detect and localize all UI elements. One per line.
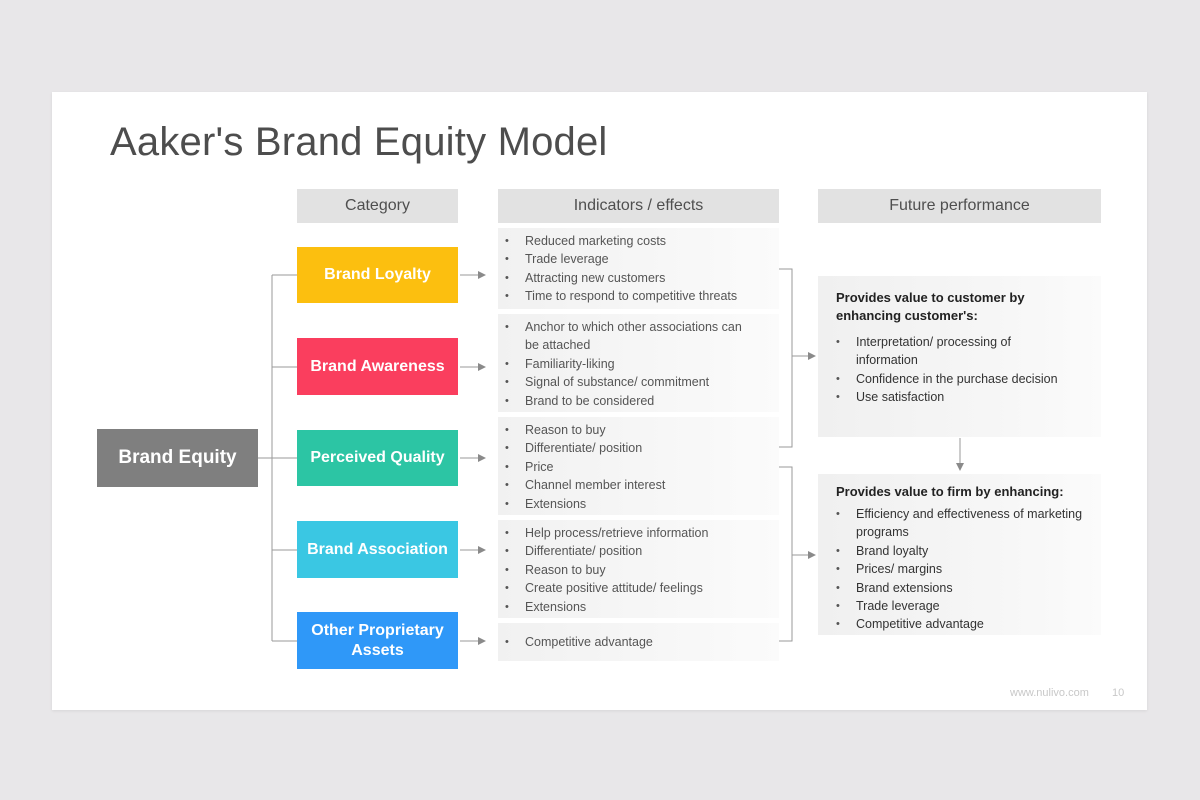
list-item: Competitive advantage	[829, 615, 1083, 634]
category-brand-awareness: Brand Awareness	[297, 338, 458, 395]
category-perceived-quality: Perceived Quality	[297, 430, 458, 486]
performance-firm: Provides value to firm by enhancing: Eff…	[818, 474, 1101, 635]
list-item: Channel member interest	[498, 476, 779, 495]
list-item: Efficiency and effectiveness of marketin…	[829, 505, 1083, 542]
indicators-perceived-quality: Reason to buy Differentiate/ position Pr…	[498, 417, 779, 515]
performance-customer: Provides value to customer by enhancing …	[818, 276, 1101, 437]
list-item: Reason to buy	[498, 561, 779, 580]
list-item: Use satisfaction	[829, 388, 1063, 407]
category-brand-loyalty: Brand Loyalty	[297, 247, 458, 303]
list-item: Brand loyalty	[829, 542, 1083, 561]
list-item: Extensions	[498, 495, 779, 514]
category-other-proprietary-assets: Other Proprietary Assets	[297, 612, 458, 669]
list-item: Prices/ margins	[829, 560, 1083, 579]
list-item: Signal of substance/ commitment	[498, 373, 749, 392]
list-item: Interpretation/ processing of informatio…	[829, 333, 1063, 370]
list-item: Price	[498, 458, 779, 477]
indicators-brand-association: Help process/retrieve information Differ…	[498, 520, 779, 618]
header-category: Category	[297, 189, 458, 223]
list-item: Trade leverage	[829, 597, 1083, 616]
performance-customer-title: Provides value to customer by enhancing …	[836, 290, 1025, 323]
page-number: 10	[1112, 687, 1125, 699]
list-item: Familiarity-liking	[498, 355, 749, 374]
bracket-bottom	[779, 466, 793, 642]
performance-firm-title: Provides value to firm by enhancing:	[836, 484, 1064, 499]
list-item: Confidence in the purchase decision	[829, 370, 1063, 389]
list-item: Extensions	[498, 598, 779, 617]
brand-equity-box: Brand Equity	[97, 429, 258, 487]
page-title: Aaker's Brand Equity Model	[110, 120, 608, 164]
indicators-brand-awareness: Anchor to which other associations can b…	[498, 314, 779, 412]
list-item: Anchor to which other associations can b…	[498, 318, 749, 355]
list-item: Reason to buy	[498, 421, 779, 440]
list-item: Time to respond to competitive threats	[498, 287, 779, 306]
list-item: Brand to be considered	[498, 392, 749, 411]
indicators-other-proprietary-assets: Competitive advantage	[498, 623, 779, 661]
list-item: Create positive attitude/ feelings	[498, 579, 779, 598]
header-indicators: Indicators / effects	[498, 189, 779, 223]
list-item: Differentiate/ position	[498, 542, 779, 561]
footer-url: www.nulivo.com	[1010, 687, 1089, 699]
list-item: Differentiate/ position	[498, 439, 779, 458]
list-item: Help process/retrieve information	[498, 524, 779, 543]
header-performance: Future performance	[818, 189, 1101, 223]
category-brand-association: Brand Association	[297, 521, 458, 578]
list-item: Brand extensions	[829, 579, 1083, 598]
bracket-top	[779, 268, 793, 448]
list-item: Attracting new customers	[498, 269, 779, 288]
list-item: Competitive advantage	[498, 633, 779, 652]
list-item: Reduced marketing costs	[498, 232, 779, 251]
list-item: Trade leverage	[498, 250, 779, 269]
indicators-brand-loyalty: Reduced marketing costs Trade leverage A…	[498, 228, 779, 309]
